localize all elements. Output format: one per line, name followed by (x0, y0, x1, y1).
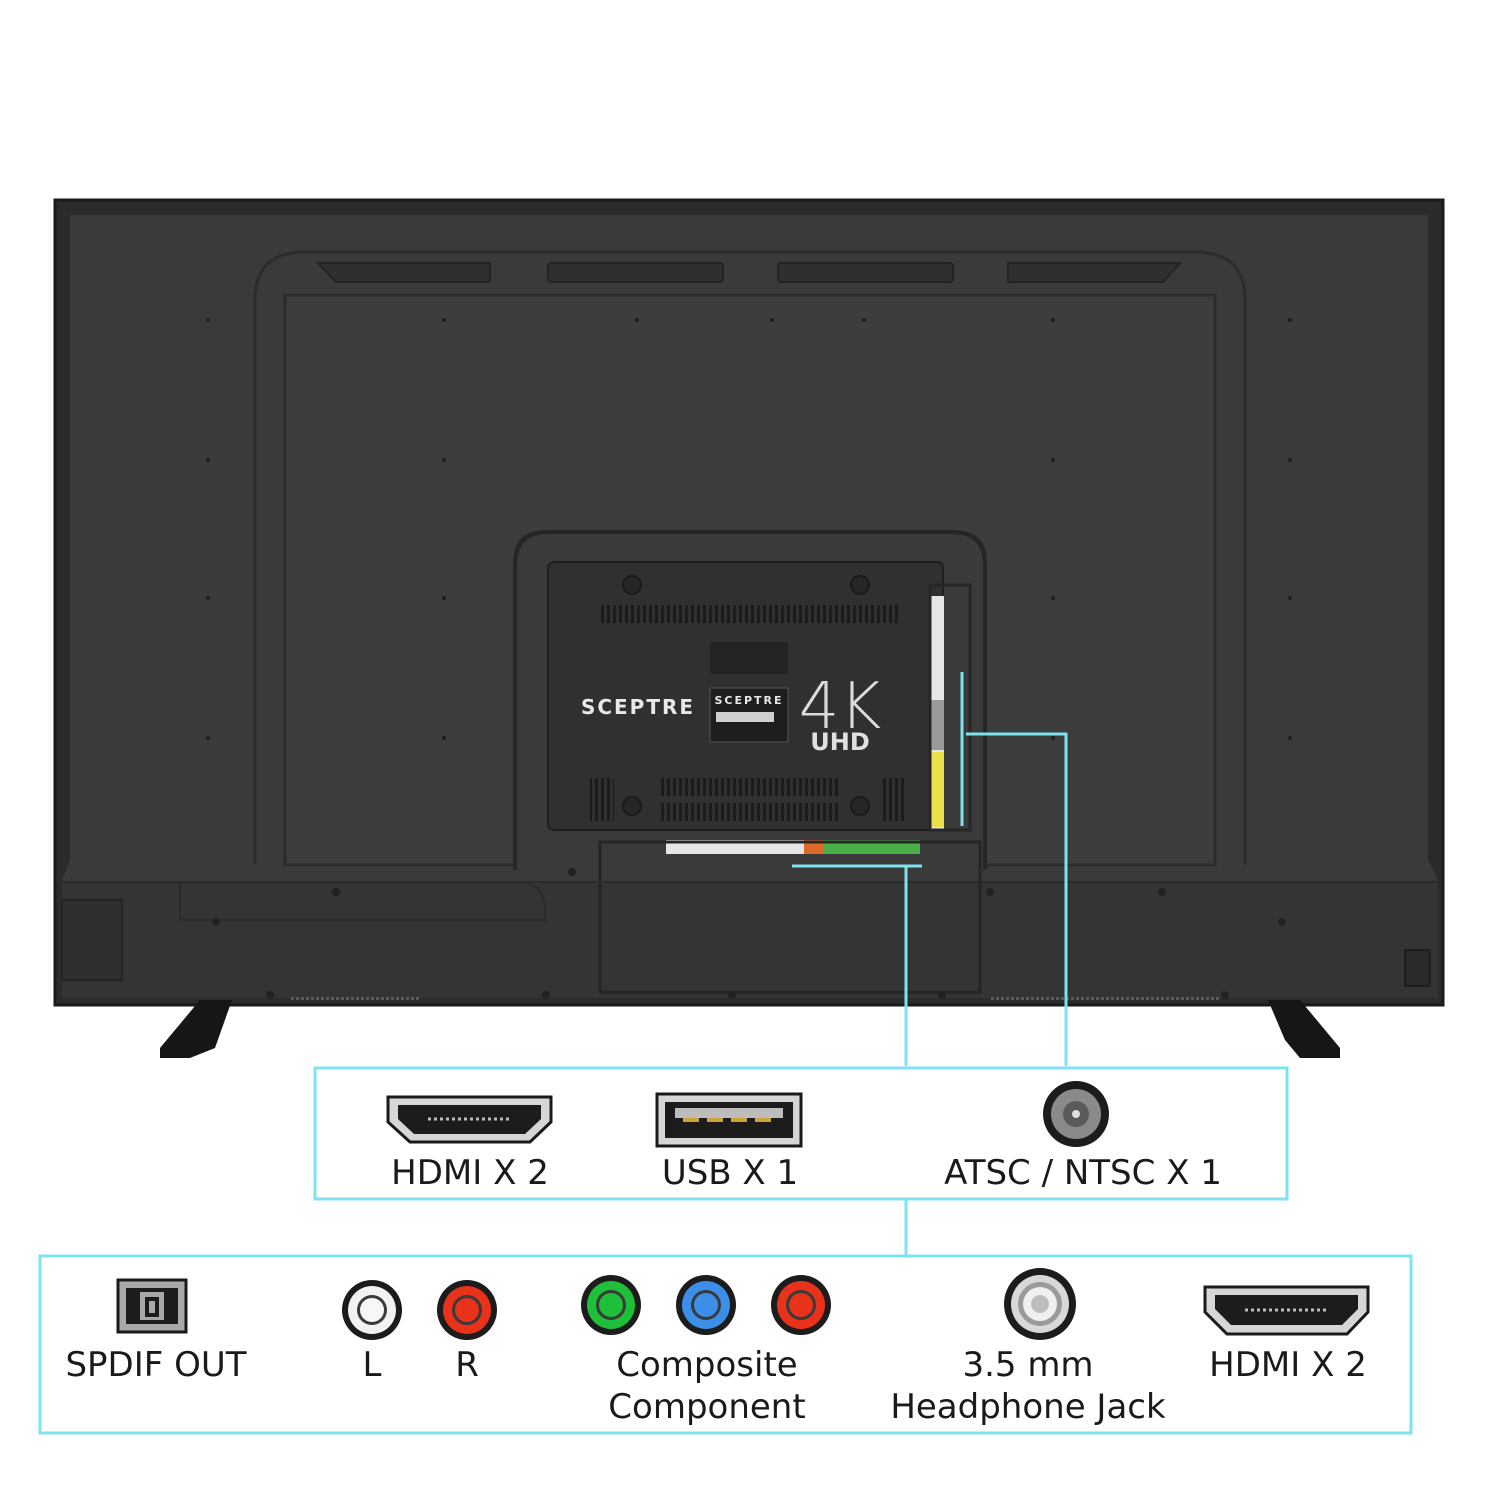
composite-label: Composite (616, 1345, 798, 1385)
hdmi-top-label: HDMI X 2 (391, 1153, 549, 1193)
left-stand (160, 1000, 232, 1058)
top-vents (315, 262, 1183, 283)
right-stand (1268, 1000, 1340, 1058)
atsc-ntsc-label: ATSC / NTSC X 1 (944, 1153, 1222, 1193)
hdmi-bottom-label: HDMI X 2 (1209, 1345, 1367, 1385)
callout-lines (792, 672, 1068, 1255)
audio-right-label: R (455, 1345, 479, 1385)
headphone-jack-label: Headphone Jack (890, 1387, 1166, 1427)
component-label: Component (608, 1387, 806, 1427)
headphone-size-label: 3.5 mm (962, 1345, 1094, 1385)
spdif-label: SPDIF OUT (65, 1345, 247, 1385)
usb-label: USB X 1 (661, 1153, 799, 1193)
audio-left-label: L (362, 1345, 382, 1385)
